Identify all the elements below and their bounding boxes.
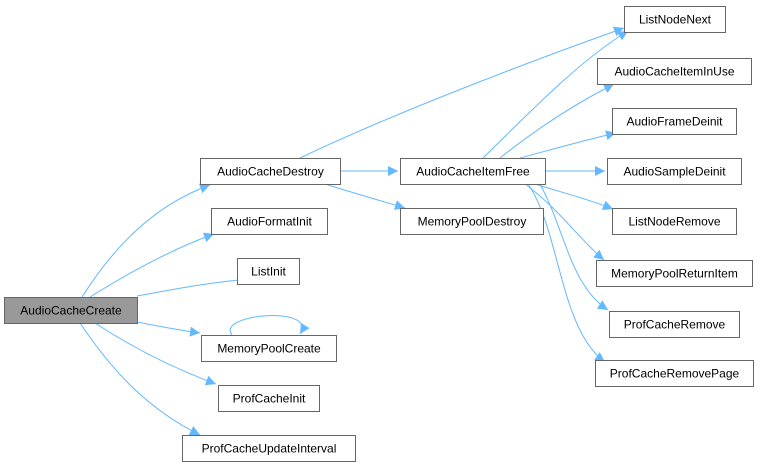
node-memorypoolreturnitem[interactable]: MemoryPoolReturnItem [596,260,753,287]
edge-audiocachecreate-to-audiocachedestroy [81,183,211,298]
node-audiocacheiteminuse[interactable]: AudioCacheItemInUse [597,58,752,85]
node-label: AudioCacheItemFree [416,165,530,179]
node-box [607,158,742,185]
node-box [4,297,138,324]
node-label: ListNodeRemove [628,215,720,229]
edge-audiocachecreate-to-memorypoolcreate [136,321,201,337]
node-label: ProfCacheInit [233,392,306,406]
node-label: MemoryPoolReturnItem [611,267,738,281]
edge-audiocacheitemfree-to-audiocacheiteminuse [499,83,615,159]
node-profcacheremove[interactable]: ProfCacheRemove [609,311,740,338]
node-audiocacheitemfree[interactable]: AudioCacheItemFree [400,158,546,185]
edge-audiocacheitemfree-to-profcacheremove [539,183,609,311]
node-box [218,385,320,412]
edge-audiocachecreate-to-profcacheinit [94,322,217,386]
edge-audiocachedestroy-to-memorypooldestroy [324,183,406,210]
node-label: AudioCacheCreate [20,304,122,318]
node-audiocachedestroy[interactable]: AudioCacheDestroy [200,158,341,185]
node-label: ProfCacheRemove [624,318,726,332]
edge-audiocachecreate-to-audioformatinit [89,232,215,298]
node-listinit[interactable]: ListInit [237,258,300,285]
node-listnoderemove[interactable]: ListNodeRemove [612,208,737,235]
node-label: ListInit [251,265,286,279]
node-box [400,208,544,235]
edge-audiocachecreate-to-profcacheupdateinterval [79,322,201,436]
node-listnodenext[interactable]: ListNodeNext [624,6,726,33]
node-box [211,208,328,235]
node-box [200,158,341,185]
node-audiosampledeinit[interactable]: AudioSampleDeinit [607,158,742,185]
node-box [201,335,337,362]
node-memorypooldestroy[interactable]: MemoryPoolDestroy [400,208,544,235]
edge-memorypoolcreate-to-memorypoolcreate [229,315,310,336]
node-box [237,258,300,285]
node-box [612,108,737,135]
node-label: AudioFormatInit [227,215,312,229]
node-box [597,58,752,85]
node-profcacheinit[interactable]: ProfCacheInit [218,385,320,412]
edge-audiocacheitemfree-to-listnoderemove [534,183,614,210]
edges-layer [79,26,629,436]
node-label: AudioFrameDeinit [626,115,723,129]
node-box [612,208,737,235]
edge-audiocachedestroy-to-listnodenext [299,26,625,159]
edge-audiocacheitemfree-to-memorypoolreturnitem [524,183,605,261]
node-label: AudioSampleDeinit [623,165,726,179]
node-box [596,260,753,287]
node-label: AudioCacheDestroy [217,165,324,179]
edge-audiocacheitemfree-to-audioframedeinit [519,130,617,159]
node-box [624,6,726,33]
node-label: MemoryPoolCreate [217,342,321,356]
node-label: ProfCacheUpdateInterval [202,442,337,456]
node-audioformatinit[interactable]: AudioFormatInit [211,208,328,235]
node-box [400,158,546,185]
node-label: ProfCacheRemovePage [610,367,740,381]
edge-audiocacheitemfree-to-profcacheremovepage [527,183,606,363]
edge-audiocachecreate-to-listinit [136,274,251,297]
node-box [595,360,754,387]
edge-audiocacheitemfree-to-listnodenext [482,30,629,159]
node-audiocachecreate[interactable]: AudioCacheCreate [4,297,138,324]
node-label: MemoryPoolDestroy [418,215,527,229]
node-label: ListNodeNext [639,13,712,27]
node-profcacheupdateinterval[interactable]: ProfCacheUpdateInterval [182,435,356,462]
node-memorypoolcreate[interactable]: MemoryPoolCreate [201,335,337,362]
node-profcacheremovepage[interactable]: ProfCacheRemovePage [595,360,754,387]
node-box [182,435,356,462]
node-label: AudioCacheItemInUse [614,65,734,79]
node-audioframedeinit[interactable]: AudioFrameDeinit [612,108,737,135]
nodes-layer: AudioCacheCreate AudioCacheDestroyAudioFo… [4,6,754,462]
node-box [609,311,740,338]
